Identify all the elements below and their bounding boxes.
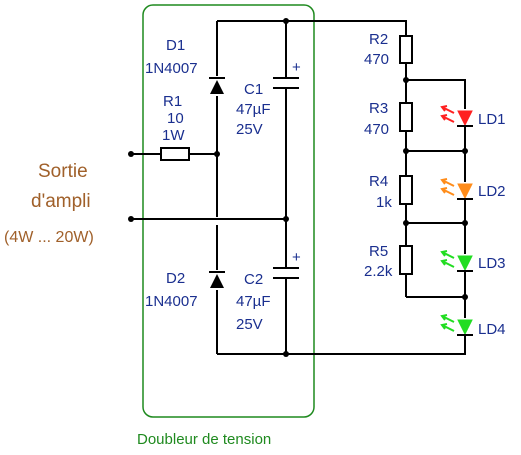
c1-voltage: 25V (236, 121, 263, 138)
ld3-emission-arrows (440, 250, 455, 268)
c2-ref: C2 (244, 271, 263, 288)
diode-d2-symbol (210, 274, 224, 288)
junction-r3-r4 (403, 148, 409, 154)
r1-ref: R1 (163, 93, 182, 110)
r3-value: 470 (364, 121, 389, 138)
resistor-r5: R5 2.2k (364, 243, 413, 280)
junction-input-gnd (128, 216, 134, 222)
d2-value: 1N4007 (145, 293, 198, 310)
capacitor-c1: + C1 47µF 25V (236, 59, 301, 138)
resistor-r2: R2 470 (364, 31, 413, 68)
c1-value: 47µF (236, 101, 271, 118)
capacitor-c2: + C2 47µF 25V (236, 249, 301, 333)
r5-ref: R5 (369, 243, 388, 260)
c1-ref: C1 (244, 81, 263, 98)
ld1-emission-arrows (440, 105, 455, 123)
r5-value: 2.2k (364, 263, 393, 280)
junction-ld2-ld3 (462, 220, 468, 226)
ld4-symbol (457, 319, 473, 336)
source-label-line3: (4W ... 20W) (4, 229, 94, 246)
r1-power: 1W (162, 127, 185, 144)
ld4-ref: LD4 (478, 321, 506, 338)
junction-r2-r3 (403, 77, 409, 83)
junction-ld3-ld4 (462, 294, 468, 300)
resistor-r1: R1 10 1W (160, 93, 190, 161)
ld2-ref: LD2 (478, 183, 506, 200)
c2-voltage: 25V (236, 316, 263, 333)
r2-ref: R2 (369, 31, 388, 48)
d1-ref: D1 (166, 37, 185, 54)
r4-ref: R4 (369, 173, 388, 190)
source-label-line1: Sortie (38, 161, 88, 182)
led-ld3: LD3 (440, 250, 506, 272)
r5-body (399, 245, 413, 275)
r2-body (399, 35, 413, 64)
ld1-ref: LD1 (478, 111, 506, 128)
junction-r4-r5 (403, 220, 409, 226)
junctions (128, 18, 468, 357)
led-ld2: LD2 (440, 178, 506, 200)
c1-polarity: + (292, 59, 301, 76)
ld3-symbol (457, 255, 473, 272)
doubler-label: Doubleur de tension (137, 431, 271, 448)
d1-value: 1N4007 (145, 60, 198, 77)
junction-bottom-caps (283, 351, 289, 357)
ld2-emission-arrows (440, 178, 455, 196)
source-label-line2: d'ampli (31, 191, 91, 212)
ld2-symbol (457, 183, 473, 200)
r1-body (160, 147, 190, 161)
c2-value: 47µF (236, 293, 271, 310)
resistor-r3: R3 470 (364, 100, 413, 138)
resistor-r4: R4 1k (369, 173, 413, 211)
d2-ref: D2 (166, 270, 185, 287)
diode-d1-symbol (210, 80, 224, 94)
diode-d1: D1 1N4007 (145, 37, 225, 94)
ld1-symbol (457, 110, 473, 127)
r2-value: 470 (364, 51, 389, 68)
r3-body (399, 102, 413, 132)
junction-caps-mid (283, 216, 289, 222)
ld4-emission-arrows (440, 314, 455, 332)
junction-input-gnd-left (128, 151, 134, 157)
c2-polarity: + (292, 249, 301, 266)
led-ld1: LD1 (440, 105, 506, 128)
ld3-ref: LD3 (478, 255, 506, 272)
r1-value: 10 (167, 110, 184, 127)
junction-top-caps (283, 18, 289, 24)
diode-d2: D2 1N4007 (145, 270, 225, 310)
junction-ld1-ld2 (462, 148, 468, 154)
r4-body (399, 175, 413, 205)
r3-ref: R3 (369, 100, 388, 117)
led-ld4: LD4 (440, 314, 506, 338)
r4-value: 1k (376, 194, 392, 211)
doubler-frame (142, 4, 315, 418)
junction-r1-diodes (214, 151, 220, 157)
